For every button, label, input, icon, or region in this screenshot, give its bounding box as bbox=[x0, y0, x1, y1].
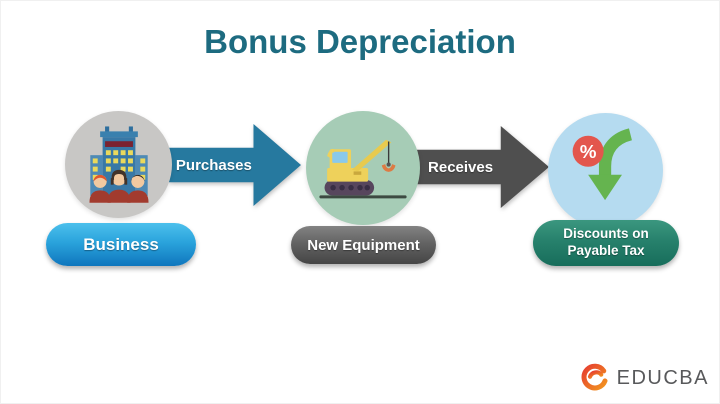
tax-discount-icon: % bbox=[572, 127, 632, 200]
brand-name: EDUCBA bbox=[616, 366, 709, 389]
flow-arrow-receives: Receives bbox=[415, 126, 549, 208]
step-circle-discount: % bbox=[548, 113, 663, 228]
educba-logo-icon bbox=[581, 363, 608, 391]
step-circle-business bbox=[65, 111, 172, 218]
business-people bbox=[88, 169, 149, 203]
percent-badge-label: % bbox=[579, 140, 596, 161]
flow-arrow-purchases: Purchases bbox=[169, 124, 301, 206]
brand-educba: EDUCBA bbox=[580, 363, 709, 393]
business-building-icon bbox=[88, 125, 149, 203]
label-pill-discount: Discounts on Payable Tax bbox=[533, 220, 679, 266]
arrow-purchases-label: Purchases bbox=[175, 156, 252, 174]
label-pill-new-equipment: New Equipment bbox=[291, 226, 436, 264]
page-title: Bonus Depreciation bbox=[204, 23, 516, 60]
step-circle-new-equipment bbox=[306, 111, 420, 225]
label-pill-business: Business bbox=[46, 223, 196, 266]
excavator-icon bbox=[319, 139, 407, 199]
arrow-receives-label: Receives bbox=[428, 158, 494, 176]
percent-badge bbox=[572, 135, 604, 167]
